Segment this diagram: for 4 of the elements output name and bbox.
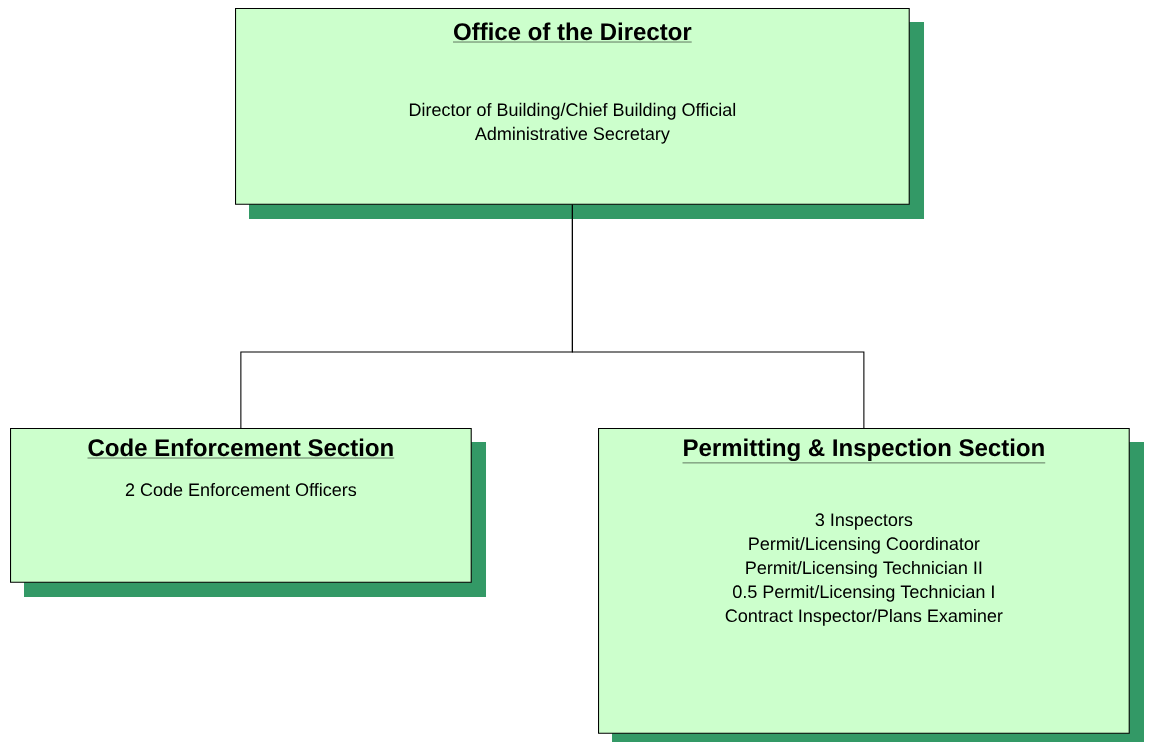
connector-line [571,204,865,429]
org-box: Code Enforcement Section 2 Code Enforcement Officers [10,428,486,597]
org-box: Office of the Director Director of Building/Chief Building Official Administrative Secretary [235,8,924,219]
org-box: Permitting & Inspection Section 3 Inspectors Permit/Licensing Coordinator Permit/Licensing Technician II 0.5 Permit/Licensing Technician I Contract Inspector/Plans Examiner [598,428,1144,742]
